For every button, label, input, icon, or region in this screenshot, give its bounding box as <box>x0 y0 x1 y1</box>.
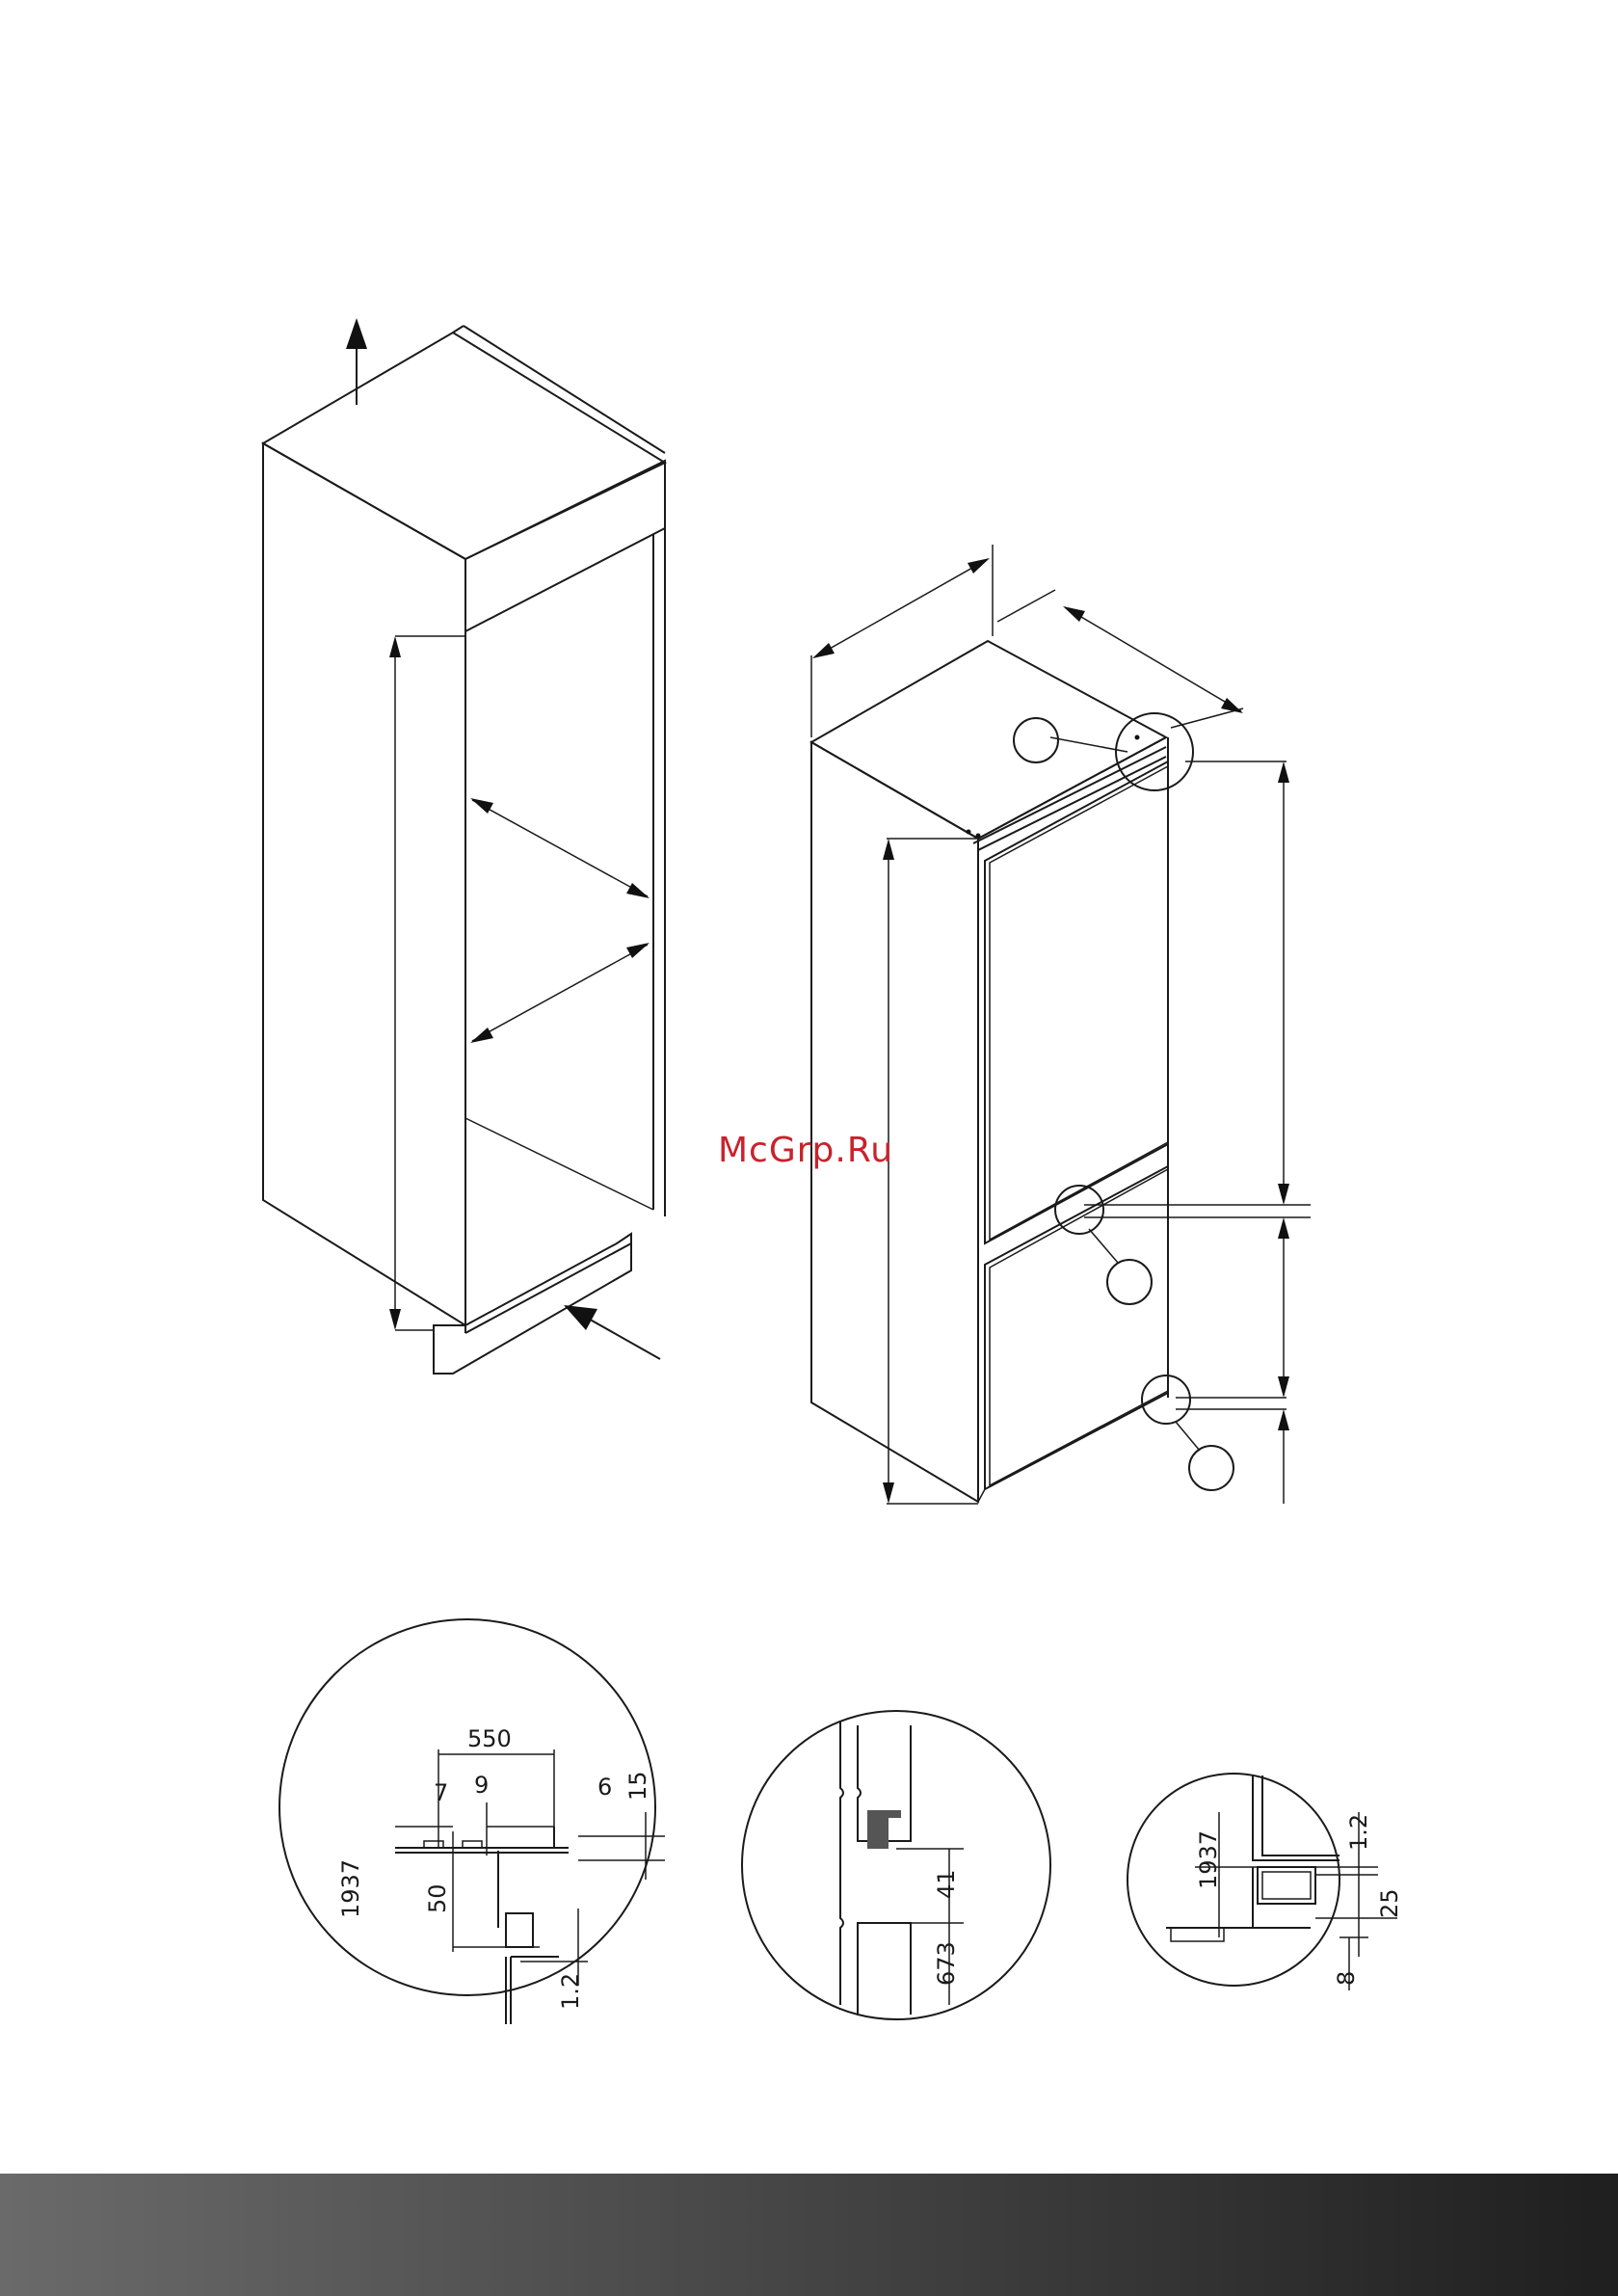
detail-b-door-gap: 41 673 <box>742 1711 1050 2019</box>
callout-bottom <box>1142 1375 1233 1490</box>
dim-25: 25 <box>1376 1888 1403 1918</box>
dim-50: 50 <box>424 1883 451 1913</box>
footer-bar <box>0 2174 1618 2296</box>
refrigerator-assembly <box>811 545 1311 1504</box>
callout-middle <box>1055 1186 1152 1304</box>
dim-41: 41 <box>933 1869 960 1899</box>
air-inlet-arrow-icon <box>564 1305 660 1359</box>
detail-a-top-hinge: 550 7 9 6 15 1937 50 1.2 <box>279 1619 665 2024</box>
dim-1937: 1937 <box>337 1859 364 1918</box>
dim-1-2: 1.2 <box>1345 1814 1372 1851</box>
dim-15: 15 <box>624 1771 651 1801</box>
dim-6: 6 <box>597 1774 612 1801</box>
ventilation-up-arrow-icon <box>346 318 367 405</box>
detail-c-bottom-plinth: 1.2 1937 25 8 <box>1127 1774 1403 1990</box>
dim-1-2: 1.2 <box>557 1973 584 2010</box>
dim-1937: 1937 <box>1195 1830 1222 1889</box>
dim-7: 7 <box>434 1779 448 1806</box>
dim-673: 673 <box>933 1941 960 1986</box>
watermark: McGrp.Ru <box>718 1131 893 1170</box>
cabinet-niche <box>263 318 665 1374</box>
dim-550: 550 <box>467 1725 512 1752</box>
dim-8: 8 <box>1333 1971 1360 1986</box>
dim-9: 9 <box>474 1772 489 1799</box>
